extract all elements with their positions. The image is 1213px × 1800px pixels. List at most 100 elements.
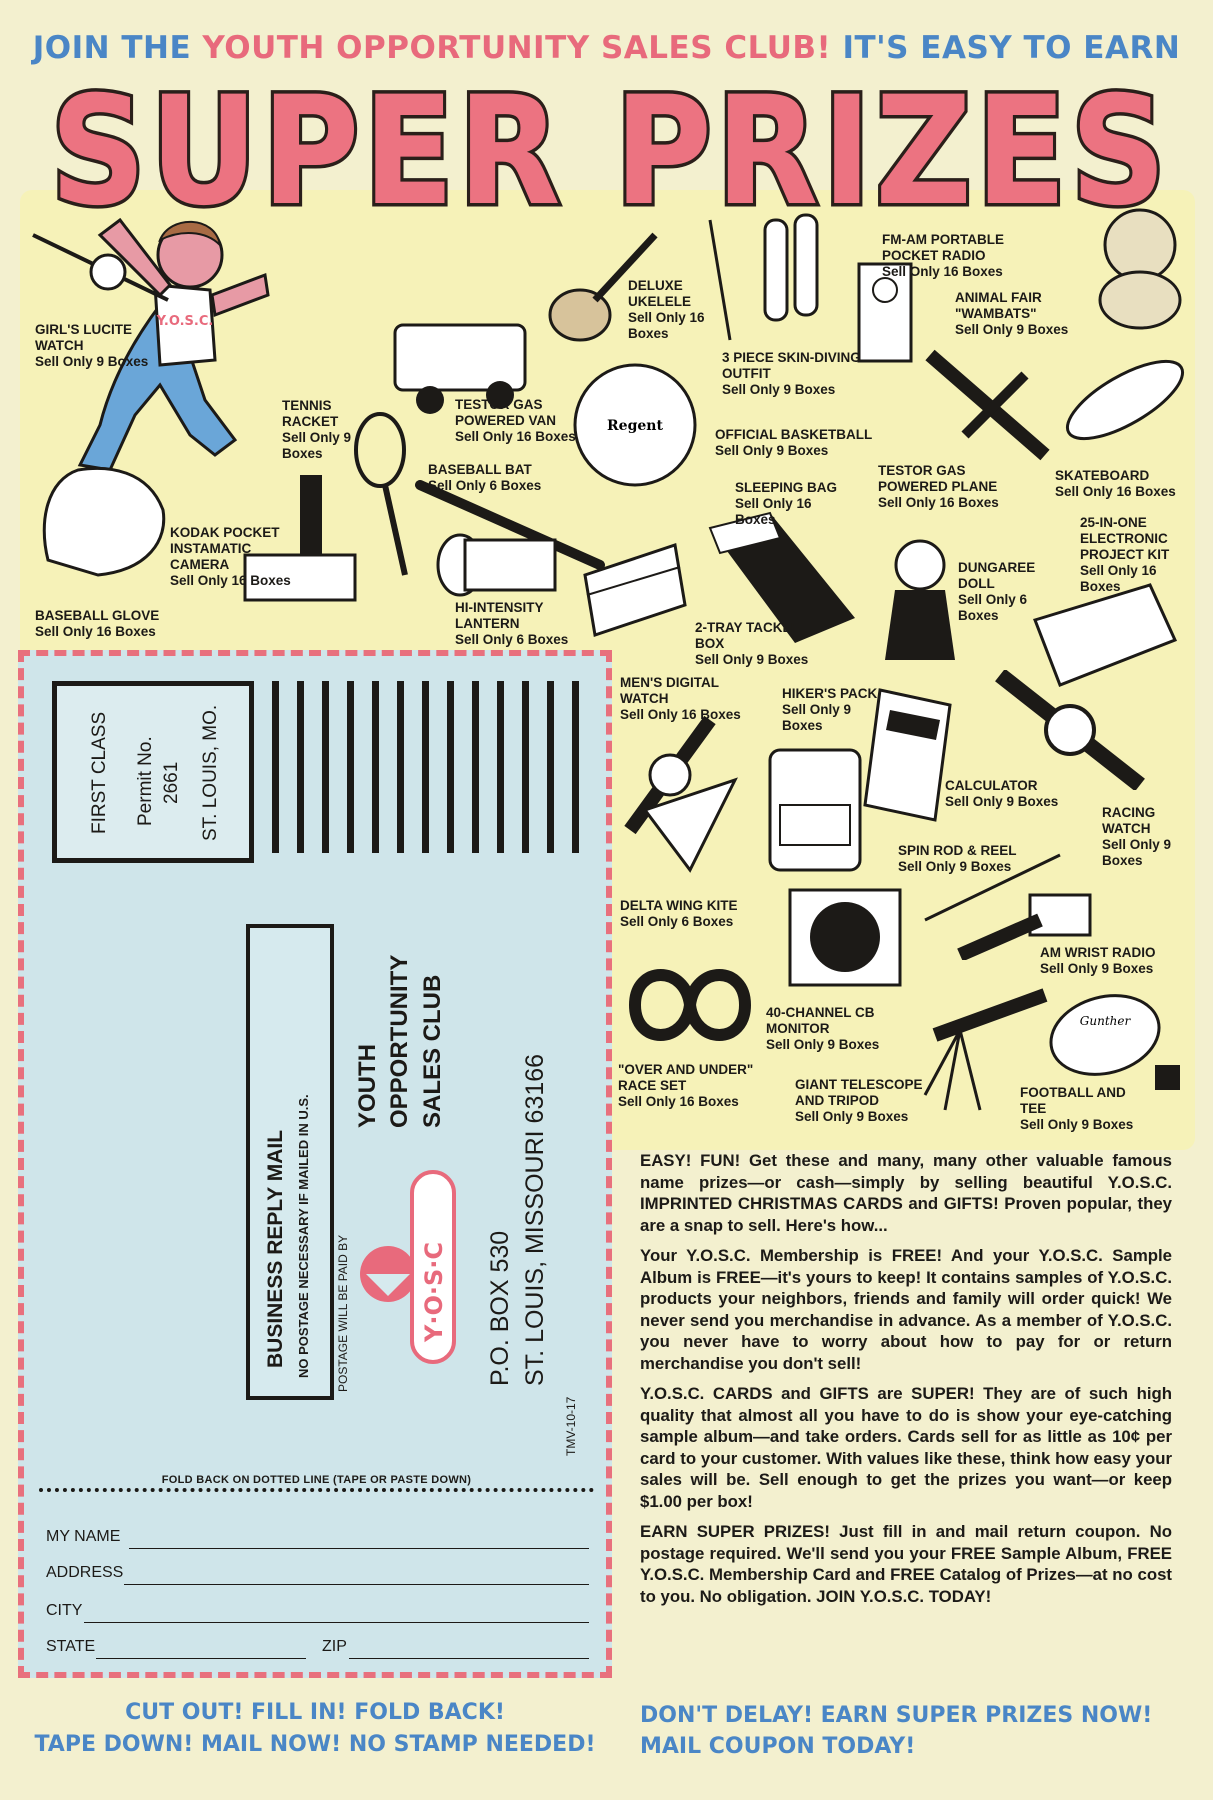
- football-brand: Gunther: [1080, 1014, 1132, 1028]
- tagline-join: JOIN THE: [32, 30, 203, 66]
- lantern-icon: [436, 533, 557, 597]
- sleeping-bag-icon: [708, 511, 855, 643]
- city-input-line[interactable]: [84, 1622, 589, 1623]
- zip-input-line[interactable]: [349, 1658, 589, 1659]
- ukelele-icon: [548, 232, 658, 342]
- permit-label: Permit No.: [135, 736, 156, 826]
- fold-instruction-text: FOLD BACK ON DOTTED LINE (TAPE OR PASTE …: [153, 1474, 480, 1486]
- business-reply-subtitle: NO POSTAGE NECESSARY IF MAILED IN U.S.: [296, 1094, 311, 1378]
- dungaree-doll-icon: [885, 539, 955, 660]
- pocket-radio-icon: [857, 262, 913, 363]
- racing-watch-icon: [995, 670, 1145, 790]
- hikers-pack-icon: [768, 748, 862, 872]
- po-box: P.O. BOX 530: [486, 1230, 514, 1386]
- name-input-line[interactable]: [129, 1548, 589, 1549]
- copy-paragraph-3: Y.O.S.C. CARDS and GIFTS are SUPER! They…: [640, 1384, 1172, 1511]
- wambats-toy-icon: [1098, 208, 1182, 330]
- telescope-icon: [923, 988, 1048, 1111]
- permit-number: 2661: [161, 761, 182, 804]
- mail-coupon[interactable]: FIRST CLASS Permit No. 2661 ST. LOUIS, M…: [18, 650, 612, 1678]
- cta-line1: DON'T DELAY! EARN SUPER PRIZES NOW!: [640, 1703, 1153, 1728]
- calculator-icon: [863, 688, 952, 822]
- tagline-earn: IT'S EASY TO EARN: [842, 30, 1181, 66]
- skin-diving-outfit-icon: [708, 213, 819, 341]
- fold-dotted-line: [39, 1488, 594, 1492]
- baseball-glove-icon: [42, 466, 166, 577]
- basketball-icon: Regent: [573, 363, 697, 487]
- electronic-kit-icon: [1033, 583, 1178, 687]
- address-input-line[interactable]: [124, 1584, 589, 1585]
- tagline: JOIN THE YOUTH OPPORTUNITY SALES CLUB! I…: [0, 30, 1213, 66]
- address-label: ADDRESS: [46, 1564, 124, 1581]
- cta-line2: MAIL COUPON TODAY!: [640, 1734, 916, 1759]
- offer-copy: EASY! FUN! Get these and many, many othe…: [640, 1150, 1172, 1616]
- football-icon: Gunther: [1049, 994, 1180, 1090]
- city-label: CITY: [46, 1602, 83, 1619]
- postal-stripes: [272, 681, 592, 853]
- tagline-club: YOUTH OPPORTUNITY SALES CLUB!: [202, 30, 843, 66]
- addressee-line3: SALES CLUB: [419, 974, 446, 1128]
- mascot-illustration: Y.O.S.C.: [77, 217, 270, 472]
- permit-city: ST. LOUIS, MO.: [200, 704, 221, 841]
- first-class-permit-box: FIRST CLASS Permit No. 2661 ST. LOUIS, M…: [52, 681, 254, 863]
- rod-and-reel-and-wrist-radio-icon: [924, 853, 1092, 960]
- zip-label: ZIP: [322, 1638, 347, 1655]
- state-label: STATE: [46, 1638, 96, 1655]
- yosc-logo-text: Y·O·S·C: [420, 1242, 448, 1343]
- copy-paragraph-4: EARN SUPER PRIZES! Just fill in and mail…: [640, 1522, 1172, 1606]
- state-input-line[interactable]: [96, 1658, 306, 1659]
- business-reply-title: BUSINESS REPLY MAIL: [264, 1129, 287, 1368]
- addressee-line2: OPPORTUNITY: [386, 954, 413, 1128]
- city-state-zip: ST. LOUIS, MISSOURI 63166: [521, 1053, 549, 1386]
- copy-paragraph-1: EASY! FUN! Get these and many, many othe…: [640, 1151, 1172, 1235]
- tennis-racket-icon: [354, 412, 408, 576]
- gas-van-icon: [393, 323, 527, 414]
- copy-paragraph-2: Your Y.O.S.C. Membership is FREE! And yo…: [640, 1246, 1172, 1373]
- gas-plane-icon: [925, 349, 1050, 461]
- basketball-brand: Regent: [607, 418, 663, 434]
- cb-monitor-icon: [788, 888, 902, 987]
- mascot-shirt-text: Y.O.S.C.: [156, 314, 214, 329]
- delta-wing-kite-icon: [642, 777, 738, 873]
- super-prizes-headline: SUPER PRIZES: [47, 78, 1170, 238]
- name-label: MY NAME: [46, 1528, 121, 1545]
- fold-instruction: FOLD BACK ON DOTTED LINE (TAPE OR PASTE …: [39, 1474, 594, 1486]
- headline-text: SUPER PRIZES: [50, 78, 1170, 238]
- lucite-watch-icon: [32, 233, 169, 302]
- coupon-code: TMV-10-17: [564, 1396, 578, 1456]
- coupon-instructions-line2: TAPE DOWN! MAIL NOW! NO STAMP NEEDED!: [34, 1732, 596, 1757]
- postage-paid-label: POSTAGE WILL BE PAID BY: [336, 1234, 350, 1392]
- business-reply-box: BUSINESS REPLY MAIL NO POSTAGE NECESSARY…: [246, 924, 334, 1400]
- digital-watch-icon: [624, 715, 716, 835]
- instamatic-camera-icon: [243, 475, 357, 602]
- skateboard-icon: [1065, 359, 1185, 441]
- addressee-line1: YOUTH: [354, 1044, 381, 1128]
- coupon-instructions-line1: CUT OUT! FILL IN! FOLD BACK!: [125, 1700, 505, 1725]
